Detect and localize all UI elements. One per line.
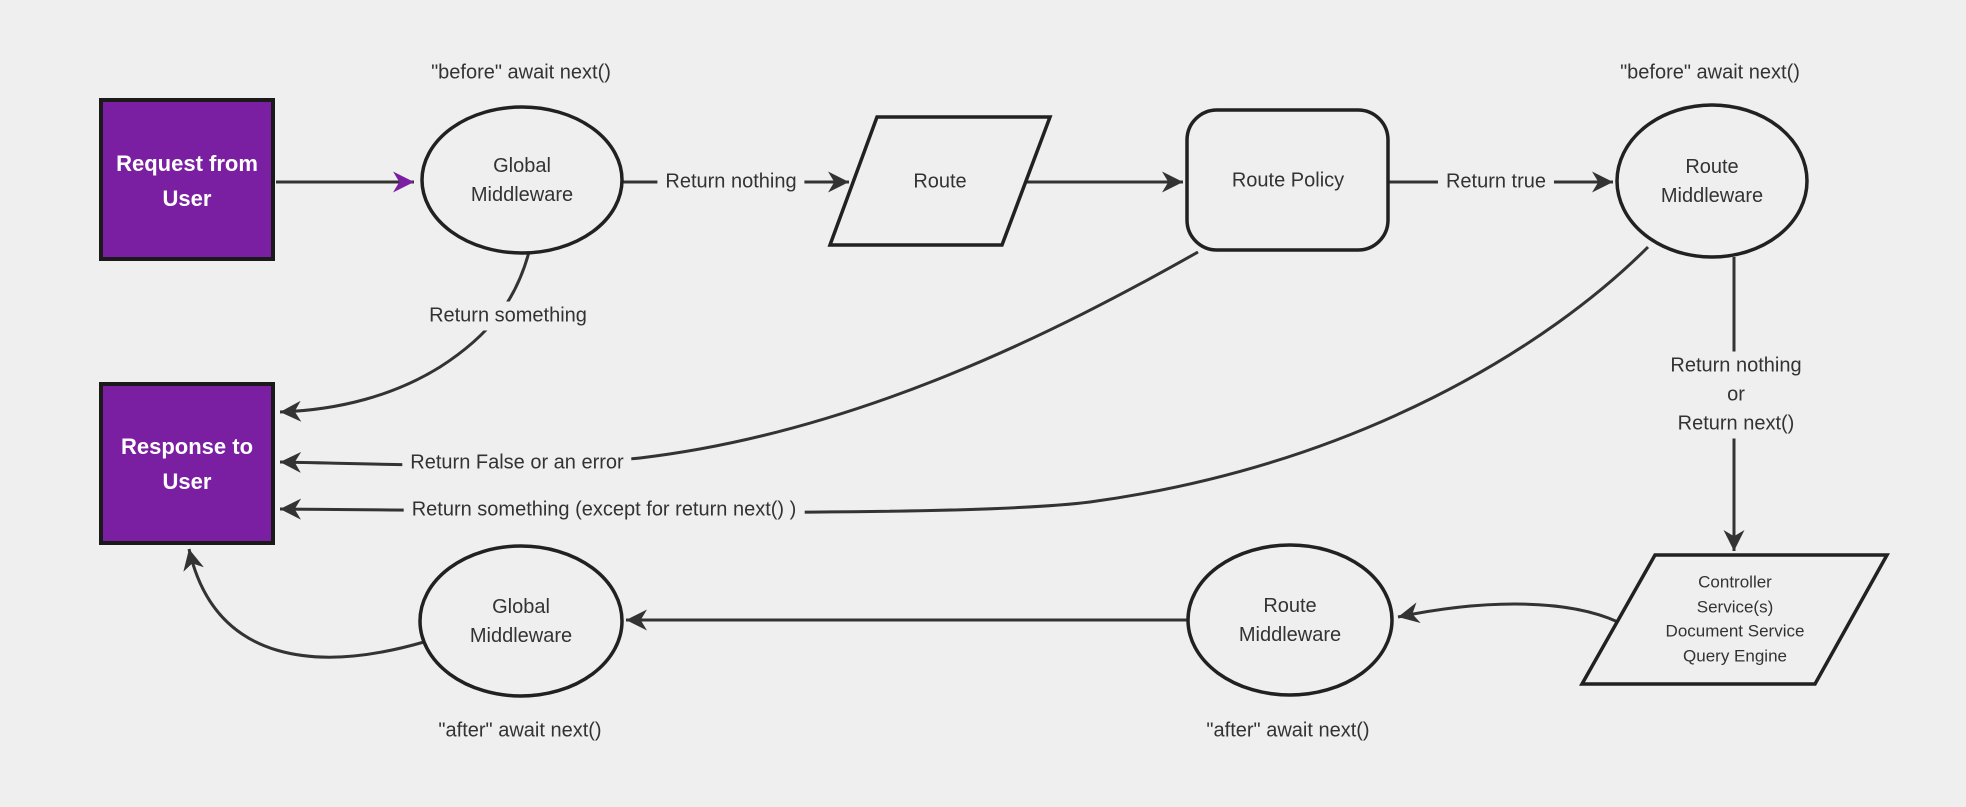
edge-controller-to-route-middleware-bottom — [1397, 602, 1619, 624]
before-await-next-left-annotation: "before" await next() — [431, 61, 611, 84]
after-await-next-left-annotation: "after" await next() — [438, 719, 602, 742]
route-label: Route — [913, 170, 967, 193]
request-from-user-node — [99, 98, 275, 261]
controller-services-node — [1578, 553, 1890, 686]
route-policy-label: Route Policy — [1231, 169, 1345, 192]
route-node — [827, 115, 1053, 247]
route-middleware-top-node — [1615, 103, 1809, 259]
route-policy-node — [1185, 108, 1390, 252]
return-something-edge-label: Return something — [421, 301, 595, 331]
controller-services-label: Controller Service(s) Document Service Q… — [1665, 572, 1805, 666]
edge-global-middleware-return-something-to-response — [279, 251, 531, 422]
global-middleware-top-label: Global Middleware — [470, 155, 574, 206]
global-middleware-bottom-label: Global Middleware — [469, 596, 573, 647]
route-middleware-bottom-label: Route Middleware — [1238, 595, 1342, 646]
route-middleware-top-label: Route Middleware — [1660, 156, 1764, 207]
global-middleware-top-node — [420, 105, 624, 255]
edge-global-middleware-bottom-to-response — [183, 548, 425, 659]
global-middleware-bottom-node — [418, 544, 624, 698]
return-nothing-or-next-edge-label: Return nothing or Return next() — [1662, 351, 1810, 439]
response-to-user-label: Response to User — [120, 433, 254, 494]
after-await-next-right-annotation: "after" await next() — [1206, 719, 1370, 742]
return-something-except-edge-label: Return something (except for return next… — [403, 495, 805, 525]
return-false-or-error-edge-label: Return False or an error — [402, 448, 632, 478]
return-true-edge-label: Return true — [1437, 167, 1555, 197]
route-middleware-bottom-node — [1186, 543, 1394, 697]
request-from-user-label: Request from User — [116, 150, 258, 211]
before-await-next-right-annotation: "before" await next() — [1620, 61, 1800, 84]
response-to-user-node — [99, 382, 275, 545]
edge-route-policy-return-false-to-response — [279, 250, 1199, 473]
return-nothing-edge-label: Return nothing — [657, 167, 805, 197]
